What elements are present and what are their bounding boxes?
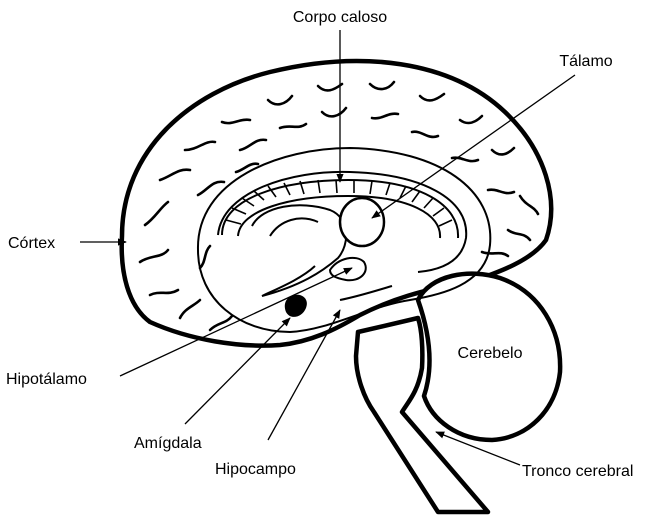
label-tronco-cerebral: Tronco cerebral: [522, 463, 633, 480]
thalamus-shape: [340, 198, 384, 246]
label-corpo-caloso: Corpo caloso: [293, 9, 387, 26]
label-cerebelo: Cerebelo: [458, 345, 523, 362]
label-amigdala: Amígdala: [134, 435, 202, 452]
label-hipotalamo: Hipotálamo: [6, 371, 87, 388]
label-cortex: Córtex: [8, 235, 55, 252]
label-talamo: Tálamo: [559, 53, 612, 70]
label-hipocampo: Hipocampo: [215, 461, 296, 478]
